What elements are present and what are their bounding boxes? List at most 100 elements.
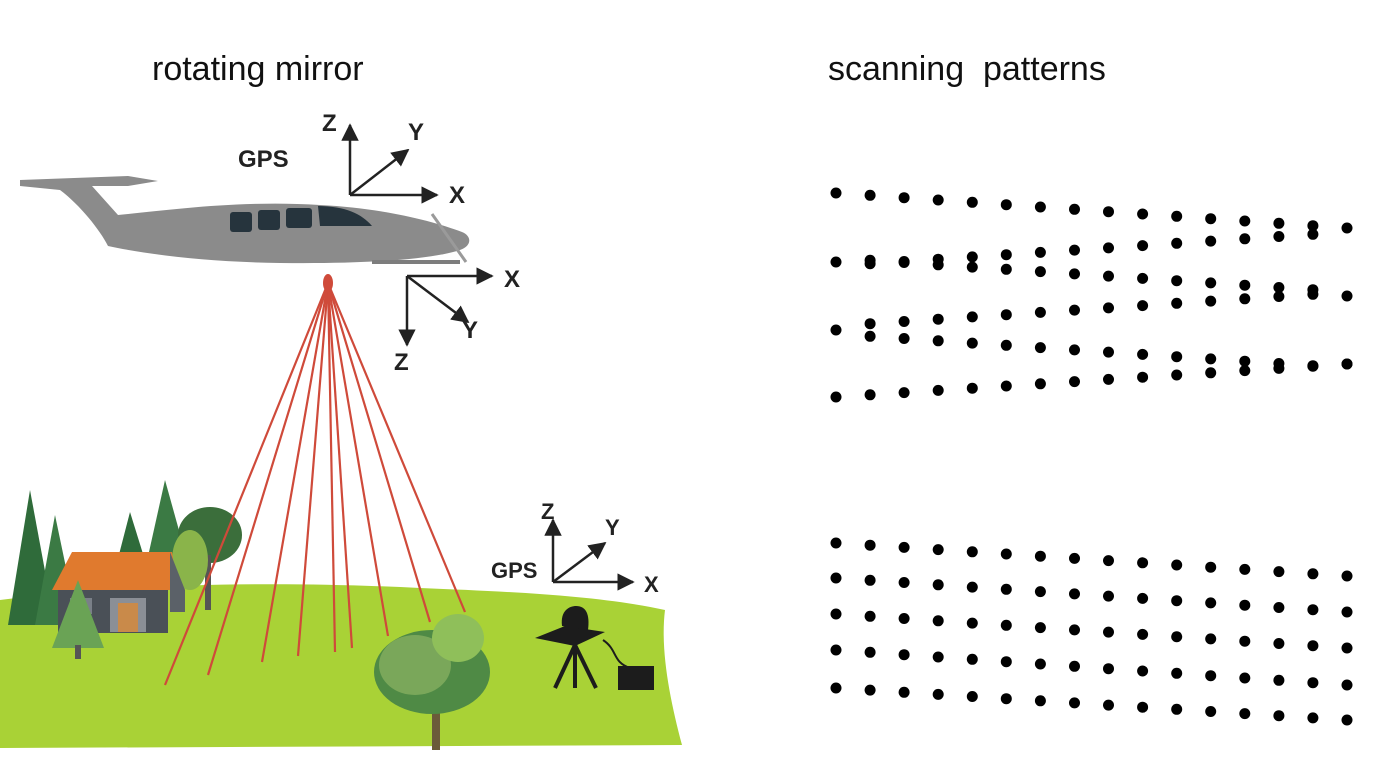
scan-point xyxy=(932,615,944,627)
scan-point xyxy=(1205,213,1217,225)
scan-point xyxy=(1239,293,1251,305)
scan-point xyxy=(864,684,876,696)
scan-point xyxy=(1069,344,1080,356)
scan-point xyxy=(1239,672,1251,684)
scan-point xyxy=(1069,588,1080,600)
scan-point xyxy=(1205,597,1217,609)
scan-point xyxy=(1205,235,1217,247)
scan-point xyxy=(1239,233,1251,245)
scan-point xyxy=(1137,348,1149,360)
scan-point xyxy=(932,579,944,591)
scan-point xyxy=(1137,371,1149,383)
scan-point xyxy=(1171,237,1183,249)
scan-point xyxy=(1137,208,1149,220)
scan-point xyxy=(1341,222,1353,234)
scan-point xyxy=(1307,568,1319,580)
scan-point xyxy=(830,572,842,584)
scan-point xyxy=(864,318,876,330)
scan-point xyxy=(1239,563,1251,575)
scan-point xyxy=(932,335,944,347)
scan-point xyxy=(1034,266,1046,278)
scan-point xyxy=(898,649,910,661)
scan-point xyxy=(830,256,842,268)
scan-point xyxy=(1239,365,1251,377)
ground-coordinate-frame: GPS Z Y X xyxy=(491,499,659,597)
scan-point xyxy=(898,387,910,399)
scan-point xyxy=(966,311,978,323)
aircraft-axis-y: Y xyxy=(408,119,424,146)
scan-point xyxy=(932,253,944,265)
scan-point xyxy=(1341,358,1353,370)
scan-point xyxy=(830,537,842,549)
scan-point xyxy=(1103,270,1114,282)
scan-point xyxy=(1000,548,1012,560)
scan-point xyxy=(1273,217,1285,229)
scan-point xyxy=(898,333,910,344)
scan-point xyxy=(966,691,978,702)
sensor-axis-x: X xyxy=(504,266,520,293)
scan-point xyxy=(1069,244,1080,256)
scan-point xyxy=(1307,360,1319,372)
scan-point xyxy=(1171,703,1183,715)
scan-point xyxy=(1239,215,1251,227)
laser-beam-icon xyxy=(163,282,467,686)
scan-point xyxy=(1137,300,1149,312)
scan-point xyxy=(1171,631,1183,643)
scan-point xyxy=(1000,619,1012,631)
aircraft-coordinate-frame: GPS Z Y X xyxy=(238,110,465,209)
scan-point xyxy=(1069,304,1080,316)
scan-point xyxy=(864,574,876,586)
scan-point xyxy=(1034,695,1046,707)
sensor-axis-y: Y xyxy=(462,317,478,344)
scan-point xyxy=(1000,199,1012,211)
scan-point xyxy=(1034,306,1046,318)
aircraft-gps-label: GPS xyxy=(238,146,289,173)
scan-point xyxy=(1273,602,1285,613)
scan-point xyxy=(932,194,944,206)
scan-point xyxy=(1273,674,1285,686)
scan-point xyxy=(1273,282,1285,293)
scan-point xyxy=(1069,624,1080,636)
laser-beam-7 xyxy=(326,282,390,637)
scan-point xyxy=(1103,206,1114,218)
scan-point xyxy=(1171,559,1183,571)
scan-point xyxy=(932,651,944,663)
scan-point xyxy=(1137,592,1149,604)
sensor-axis-z: Z xyxy=(394,349,409,376)
scan-point xyxy=(1239,279,1251,291)
scan-point xyxy=(1137,628,1149,640)
ground-field xyxy=(0,584,682,748)
scan-point xyxy=(1205,295,1217,307)
ground-axis-x: X xyxy=(644,572,659,597)
scan-point xyxy=(1103,699,1114,711)
scan-point xyxy=(1000,249,1012,261)
scan-point xyxy=(1000,380,1012,392)
scan-point xyxy=(1137,557,1149,569)
scan-point xyxy=(966,261,978,273)
scan-point xyxy=(864,646,876,658)
scan-point xyxy=(966,196,978,208)
scan-point xyxy=(1273,566,1285,578)
scan-point xyxy=(864,189,876,201)
scan-point xyxy=(1205,561,1217,573)
scan-point xyxy=(1069,697,1080,709)
laser-beam-1 xyxy=(163,282,330,686)
scan-point xyxy=(830,644,842,656)
scan-point xyxy=(1239,635,1251,647)
scan-point xyxy=(1034,550,1046,562)
ground-axis-z: Z xyxy=(541,499,554,524)
laser-beam-2 xyxy=(206,282,330,676)
scan-point xyxy=(1103,590,1114,602)
scan-point xyxy=(1034,658,1046,670)
aircraft-axis-x: X xyxy=(449,182,465,209)
tree-icon xyxy=(374,614,490,750)
airplane-icon xyxy=(20,176,470,264)
scan-point xyxy=(932,688,944,700)
scan-point xyxy=(966,382,978,394)
scan-point xyxy=(966,546,978,558)
scan-point xyxy=(898,613,910,624)
scan-point xyxy=(1239,708,1251,720)
scan-point xyxy=(1103,242,1114,254)
scan-point xyxy=(1341,642,1353,654)
